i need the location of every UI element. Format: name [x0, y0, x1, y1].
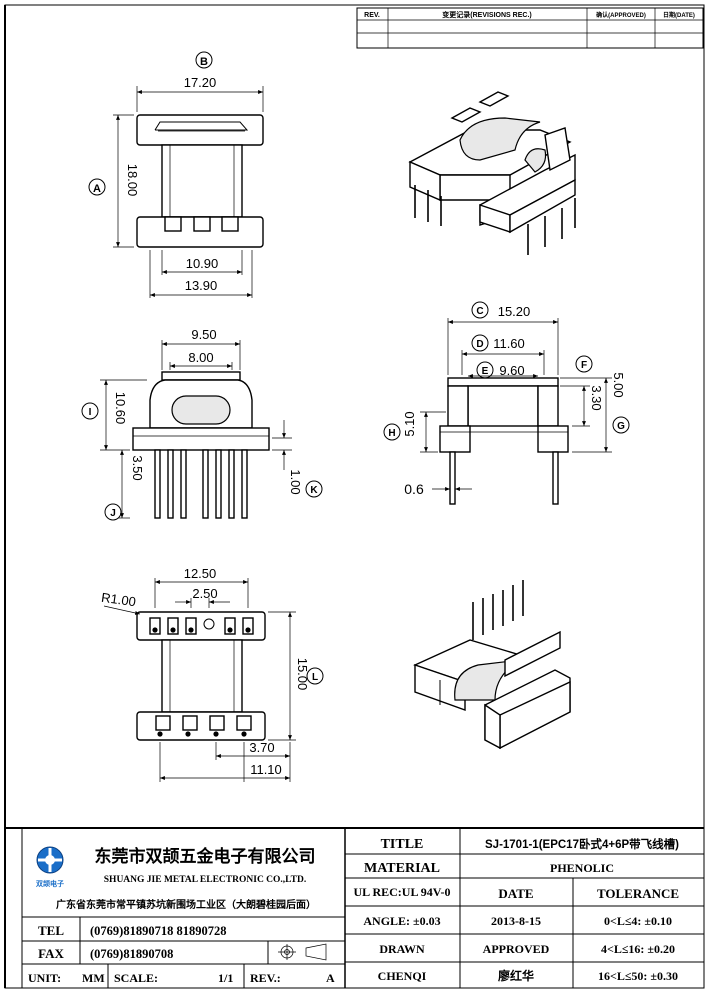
marker-j: [104, 503, 122, 521]
dim-bottom-w2: 2.50: [192, 586, 217, 601]
dim-pin-diameter: 0.6: [404, 481, 424, 497]
scale-value: 1/1: [218, 971, 233, 985]
dim-front-height: 10.60: [113, 392, 128, 425]
iso-pins: [472, 580, 524, 640]
marker-k: [305, 480, 323, 498]
tel-label: TEL: [38, 923, 64, 938]
dim-bottom-w1: 12.50: [184, 566, 217, 581]
fax-value: (0769)81890708: [90, 947, 173, 961]
scale-label: SCALE:: [114, 971, 158, 985]
date-label: DATE: [498, 886, 533, 901]
revision-table: REV. 变更记录(REVISIONS REC.) 确认(APPROVED) 日…: [356, 7, 704, 49]
fax-label: FAX: [38, 946, 64, 961]
marker-h: [383, 423, 401, 441]
dim-c: 15.20: [498, 304, 531, 319]
iso-view-2: [413, 580, 571, 750]
dim-pin-length: 3.50: [130, 455, 145, 480]
dim-front-w1: 9.50: [191, 327, 216, 342]
bottom-view: 12.50 2.50 R1.00 15.00 L 3.70 11.10: [100, 566, 324, 782]
dim-front-w2: 8.00: [188, 350, 213, 365]
date-col-header: 日期(DATE): [663, 11, 695, 19]
material-label: MATERIAL: [364, 861, 440, 876]
title-label: TITLE: [381, 837, 424, 852]
dim-pitch-1: 3.70: [249, 740, 274, 755]
tolerance-label: TOLERANCE: [597, 886, 679, 901]
part-title: SJ-1701-1(EPC17卧式4+6P带飞线槽): [485, 837, 679, 851]
rev-value: A: [326, 971, 335, 985]
checked-label: CHENQI: [378, 969, 427, 983]
material-value: PHENOLIC: [550, 861, 614, 875]
marker-e-label: E: [482, 366, 489, 377]
marker-b-label: B: [200, 56, 208, 68]
marker-h-label: H: [388, 428, 395, 439]
tolerance-row-3: 16<L≤50: ±0.30: [598, 969, 678, 983]
dim-pitch-2: 11.10: [250, 762, 282, 777]
marker-a: [88, 178, 106, 196]
marker-i-label: I: [89, 407, 92, 418]
marker-d-label: D: [476, 339, 483, 350]
marker-j-label: J: [110, 508, 116, 519]
dim-height-a: 18.00: [125, 164, 140, 197]
unit-value: MM: [82, 971, 105, 985]
angle-tolerance: ANGLE: ±0.03: [363, 914, 440, 928]
rev-col-header: REV.: [364, 12, 380, 19]
approved-col-header: 确认(APPROVED): [596, 11, 646, 19]
marker-f-label: F: [581, 360, 587, 371]
tel-value: (0769)81890718 81890728: [90, 924, 226, 938]
top-view: 17.20 B 18.00 A 10.90 13.90: [88, 51, 264, 298]
title-block: 双颉电子 东莞市双颉五金电子有限公司 SHUANG JIE METAL ELEC…: [5, 827, 704, 988]
marker-e: [476, 361, 494, 379]
marker-c: [471, 301, 489, 319]
drawn-label: DRAWN: [379, 942, 425, 956]
dim-e: 9.60: [499, 363, 524, 378]
date-value: 2013-8-15: [491, 914, 541, 928]
ul-rating: UL REC:UL 94V-0: [353, 885, 450, 899]
dim-width-b: 17.20: [184, 75, 217, 90]
logo-text: 双颉电子: [36, 879, 64, 888]
dim-f: 3.30: [589, 385, 604, 410]
checked-value: 廖红华: [498, 968, 534, 983]
marker-c-label: C: [476, 306, 483, 317]
dim-k: 1.00: [288, 469, 303, 494]
marker-d: [471, 334, 489, 352]
drawn-value: APPROVED: [483, 942, 550, 956]
company-address: 广东省东莞市常平镇苏坑新围场工业区（大朗碧桂园后面）: [56, 898, 316, 911]
marker-f: [575, 355, 593, 373]
company-name-en: SHUANG JIE METAL ELECTRONIC CO.,LTD.: [104, 875, 306, 885]
dim-inner-width: 10.90: [186, 256, 219, 271]
marker-g: [612, 416, 630, 434]
company-name-cn: 东莞市双颉五金电子有限公司: [95, 846, 316, 866]
side-view: C 15.20 D 11.60 E 9.60 3.30 F 5.00 G 5.1…: [383, 301, 630, 505]
projection-symbol-icon: [278, 943, 327, 961]
dim-radius: R1.00: [100, 590, 136, 610]
rev-label: REV.:: [250, 971, 281, 985]
unit-label: UNIT:: [28, 971, 61, 985]
marker-i: [81, 402, 99, 420]
marker-l-label: L: [312, 672, 318, 683]
marker-b: [195, 51, 213, 69]
marker-k-label: K: [310, 485, 318, 496]
dim-d: 11.60: [493, 336, 525, 351]
dim-h: 5.10: [402, 411, 417, 436]
tolerance-row-1: 0<L≤4: ±0.10: [604, 914, 672, 928]
front-pins: [154, 449, 248, 519]
marker-g-label: G: [617, 421, 625, 432]
company-logo: 双颉电子: [36, 846, 64, 888]
marker-a-label: A: [93, 183, 101, 195]
dim-outer-width: 13.90: [185, 278, 218, 293]
dim-g: 5.00: [611, 372, 626, 397]
record-col-header: 变更记录(REVISIONS REC.): [442, 10, 531, 19]
iso-view-1: [408, 91, 576, 255]
front-view: 9.50 8.00 10.60 I 3.50 J 1.00 K: [81, 327, 323, 521]
marker-l: [306, 667, 324, 685]
dim-l: 15.00: [295, 658, 310, 691]
tolerance-row-2: 4<L≤16: ±0.20: [601, 942, 675, 956]
